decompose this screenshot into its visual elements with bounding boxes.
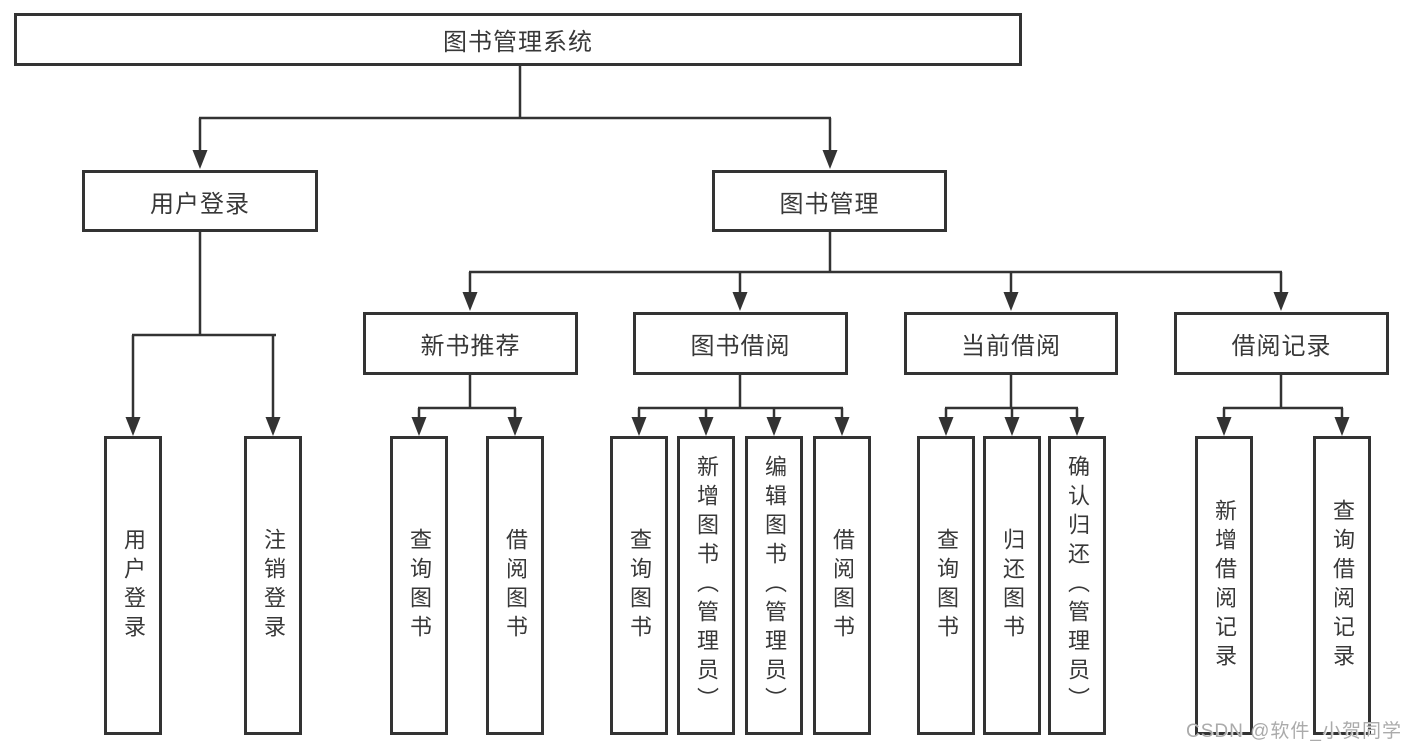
leaf-query-borrow-record: 查询借阅记录 xyxy=(1313,436,1371,735)
leaf-edit-book-admin: 编辑图书（管理员） xyxy=(745,436,803,735)
node-new-book-recommend: 新书推荐 xyxy=(363,312,578,375)
leaf-logout: 注销登录 xyxy=(244,436,302,735)
leaf-query-books-recommend: 查询图书 xyxy=(390,436,448,735)
node-library-system: 图书管理系统 xyxy=(14,13,1022,66)
leaf-borrow-books: 借阅图书 xyxy=(813,436,871,735)
leaf-borrow-books-recommend: 借阅图书 xyxy=(486,436,544,735)
leaf-user-login: 用户登录 xyxy=(104,436,162,735)
leaf-query-books-current: 查询图书 xyxy=(917,436,975,735)
leaf-return-book: 归还图书 xyxy=(983,436,1041,735)
leaf-add-book-admin: 新增图书（管理员） xyxy=(677,436,735,735)
node-book-borrow: 图书借阅 xyxy=(633,312,848,375)
watermark-text: CSDN @软件_小贺同学 xyxy=(1186,721,1402,742)
node-borrow-records: 借阅记录 xyxy=(1174,312,1389,375)
leaf-query-books-borrow: 查询图书 xyxy=(610,436,668,735)
leaf-add-borrow-record: 新增借阅记录 xyxy=(1195,436,1253,735)
node-book-management: 图书管理 xyxy=(712,170,947,232)
node-user-login: 用户登录 xyxy=(82,170,318,232)
arrowheads-group xyxy=(125,150,1350,436)
leaf-confirm-return-admin: 确认归还（管理员） xyxy=(1048,436,1106,735)
node-current-borrow: 当前借阅 xyxy=(904,312,1118,375)
